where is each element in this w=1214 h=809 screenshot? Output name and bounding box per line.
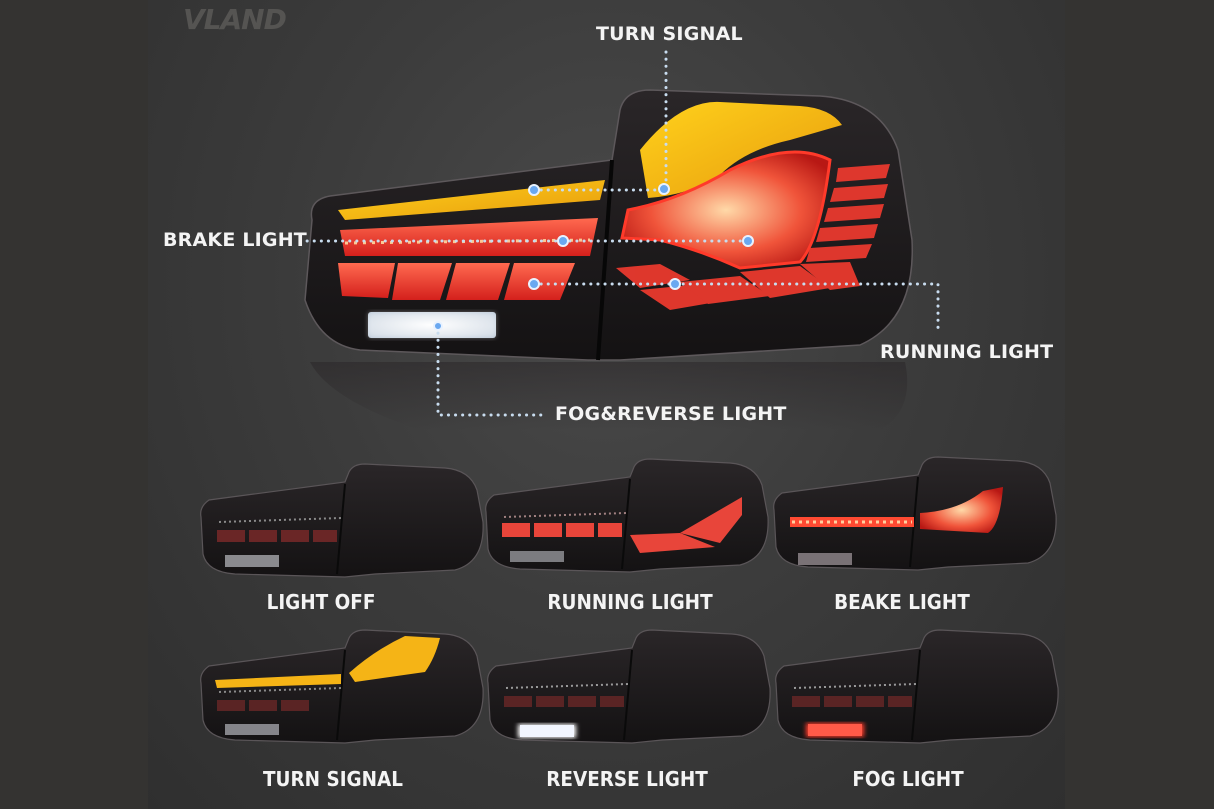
mode-label-turn-signal: TURN SIGNAL — [262, 767, 404, 791]
thumb-turn-signal — [199, 629, 485, 744]
mode-label-light-off: LIGHT OFF — [266, 590, 376, 614]
brand-logo: VLAND — [183, 3, 287, 36]
thumb-fog-light — [774, 629, 1060, 744]
callout-label-brake-light: BRAKE LIGHT — [163, 229, 307, 251]
thumb-reverse-light — [486, 629, 772, 744]
callout-label-turn-signal: TURN SIGNAL — [596, 23, 743, 45]
callout-hotspots — [433, 183, 754, 331]
callout-lines — [298, 50, 940, 417]
thumb-running-light — [484, 458, 770, 573]
hero-taillight — [304, 89, 913, 430]
mode-label-brake-light: BEAKE LIGHT — [834, 590, 970, 614]
callout-label-running-light: RUNNING LIGHT — [880, 341, 1054, 363]
mode-label-running-light: RUNNING LIGHT — [547, 590, 713, 614]
thumb-brake-light — [772, 456, 1058, 571]
callout-label-fog-reverse-light: FOG&REVERSE LIGHT — [555, 403, 787, 425]
mode-label-reverse-light: REVERSE LIGHT — [546, 767, 708, 791]
thumb-light-off — [199, 463, 485, 578]
mode-label-fog-light: FOG LIGHT — [852, 767, 964, 791]
